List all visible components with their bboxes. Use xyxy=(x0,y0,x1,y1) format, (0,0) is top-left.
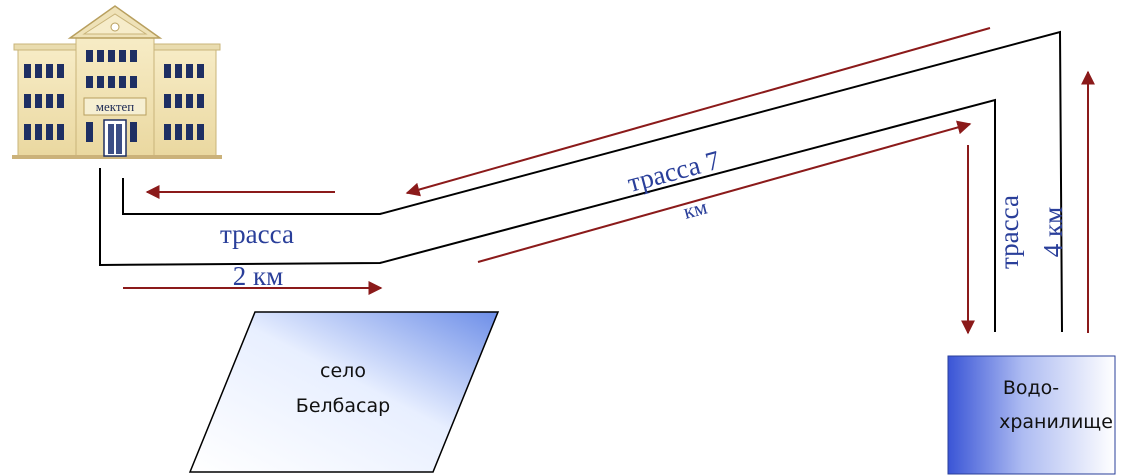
school-building-icon: мектеп xyxy=(12,5,222,159)
segment-c-word: трасса xyxy=(994,195,1024,269)
segment-b-word: трасса 7 xyxy=(624,145,723,198)
road-outer xyxy=(99,98,996,332)
segment-a-distance: 2 км xyxy=(233,261,283,291)
reservoir-label-line1: Водо- xyxy=(1003,377,1059,399)
village-label-line1: село xyxy=(320,360,366,382)
route-labels: трасса 2 км трасса 7 км трасса 4 км xyxy=(220,145,1068,291)
school-sign: мектеп xyxy=(96,99,135,114)
segment-a-word: трасса xyxy=(220,219,294,249)
direction-arrows xyxy=(123,27,1095,335)
road-inner xyxy=(122,30,1063,333)
reservoir-label-line2: хранилище xyxy=(999,411,1113,433)
village-label-line2: Белбасар xyxy=(296,395,390,417)
arrow-diagonal-out xyxy=(477,120,972,263)
village-shape: село Белбасар xyxy=(188,311,500,473)
reservoir-shape: Водо- хранилище xyxy=(947,355,1116,475)
segment-c-distance: 4 км xyxy=(1038,207,1068,257)
road-lines xyxy=(99,30,1063,333)
arrow-top-return xyxy=(405,27,991,197)
